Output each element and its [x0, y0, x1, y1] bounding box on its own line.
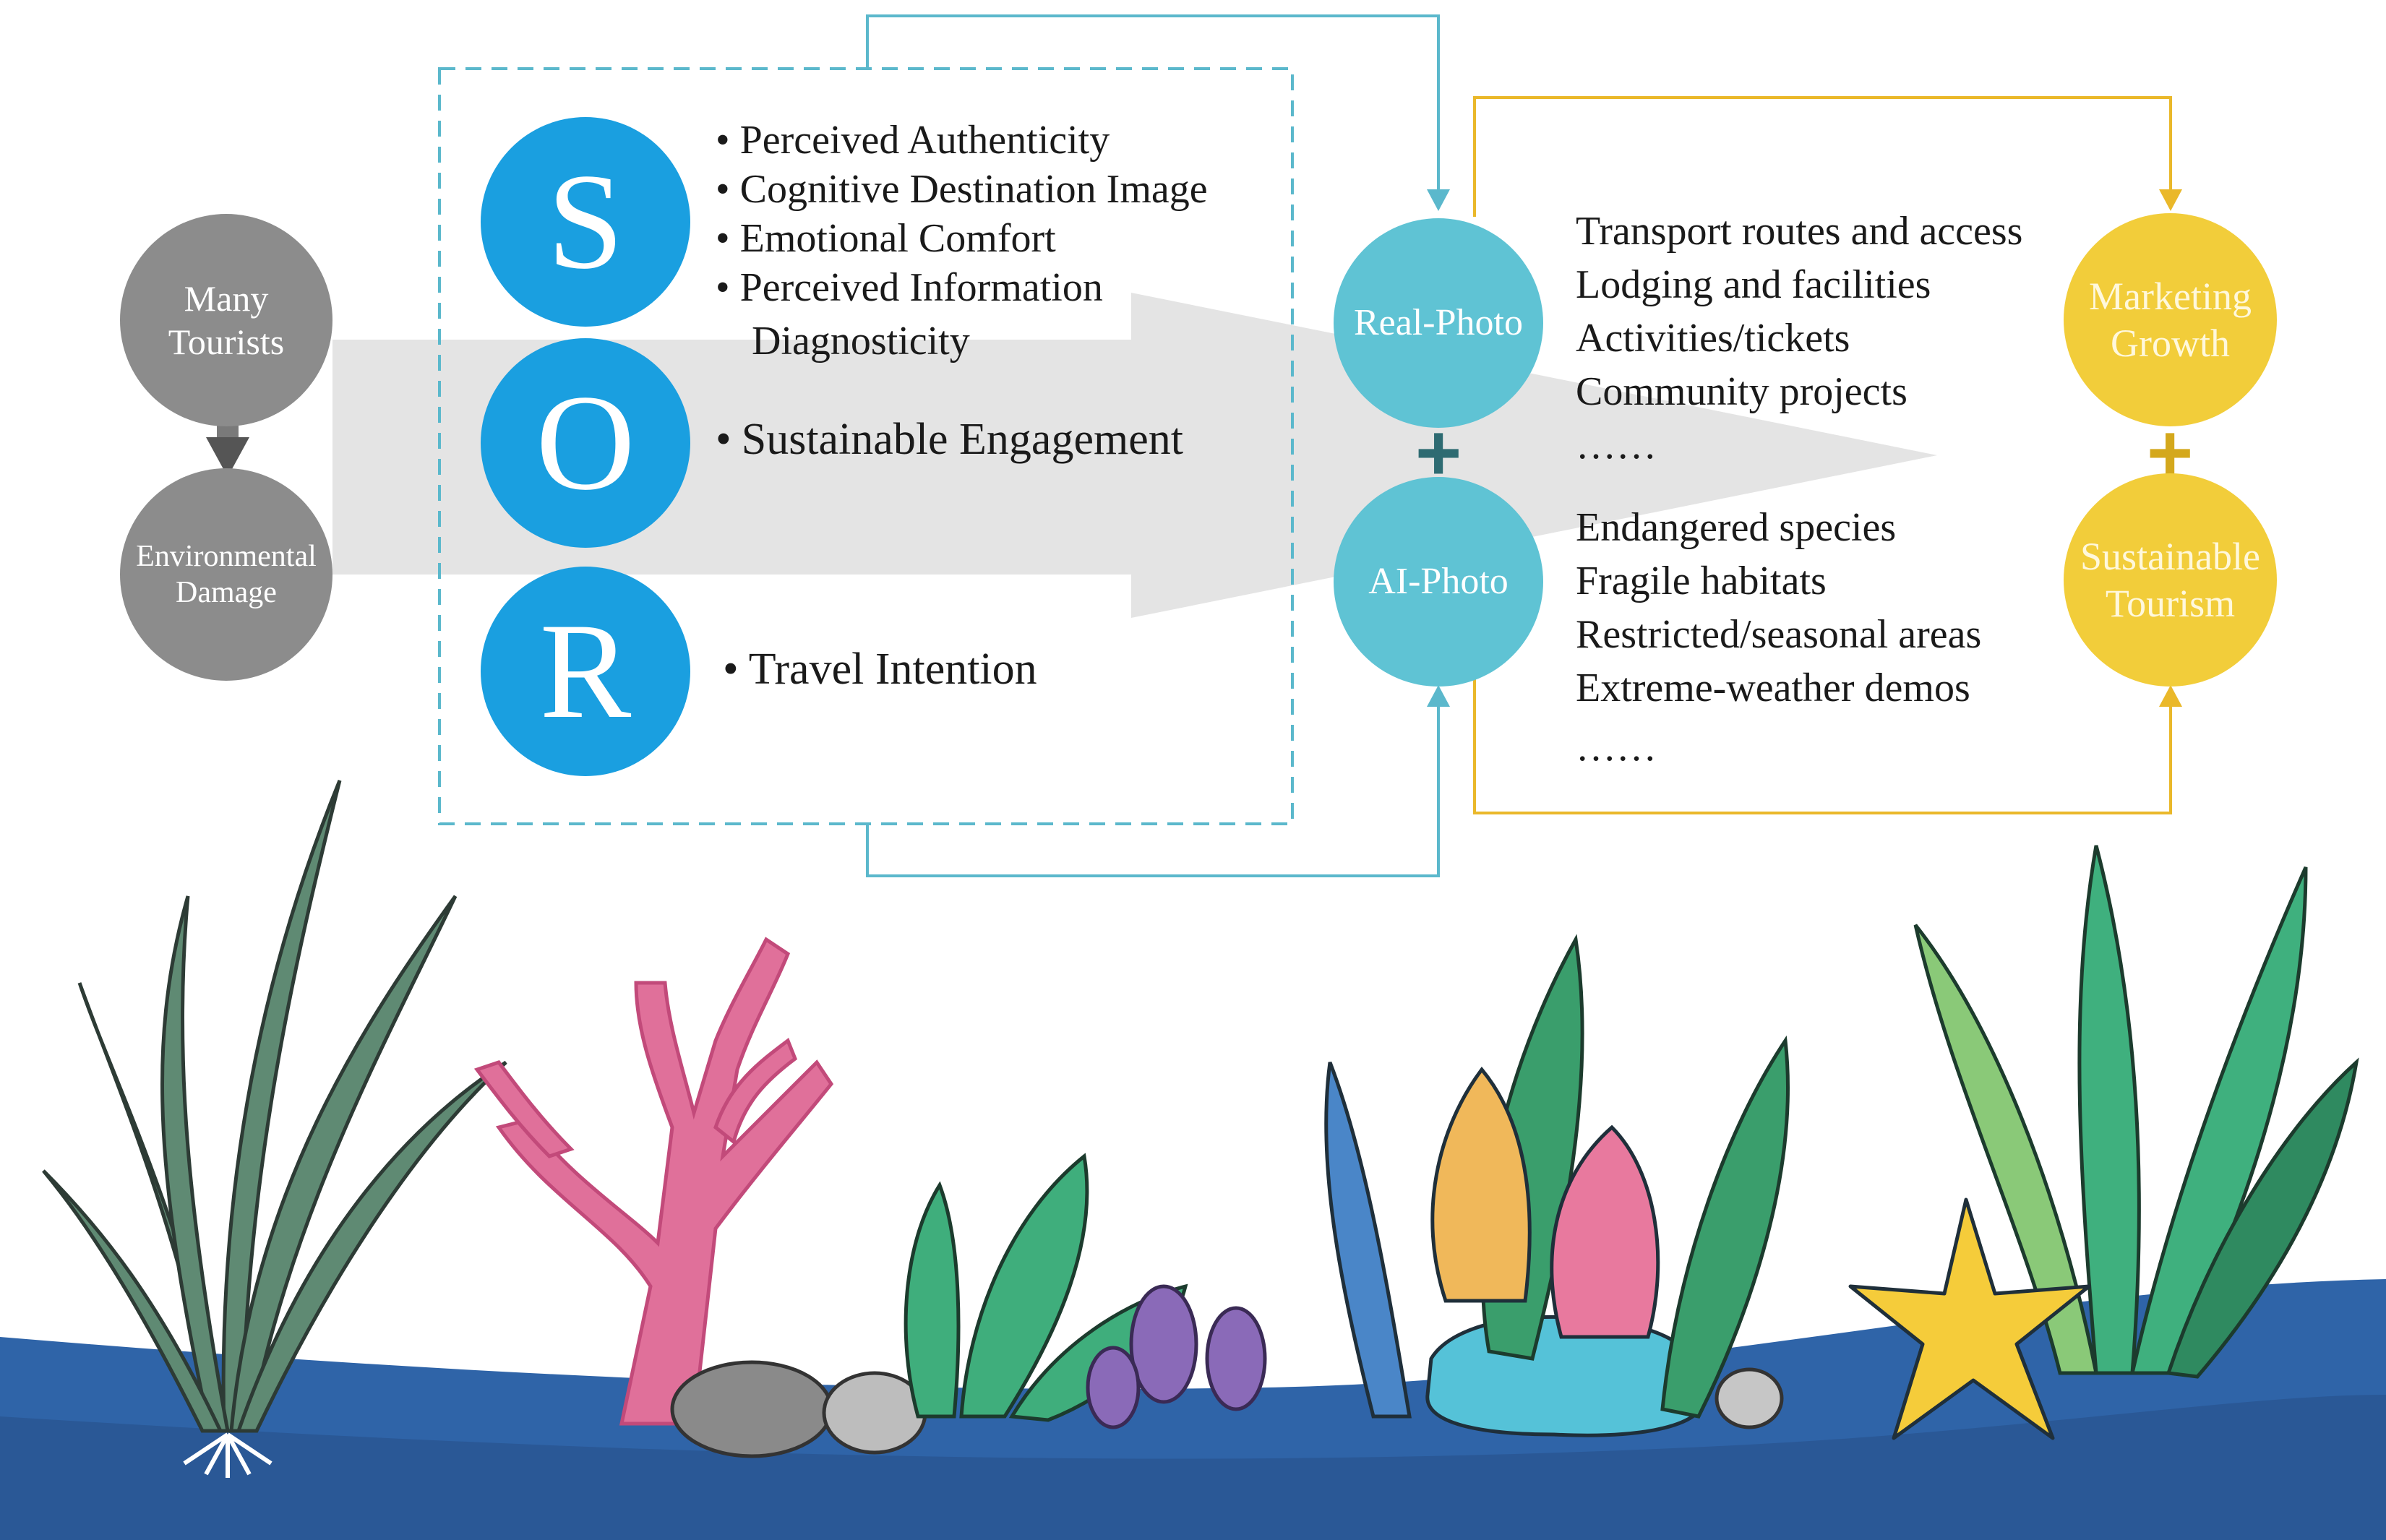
organism-node: O [481, 338, 690, 548]
o-item: Sustainable Engagement [716, 415, 1183, 464]
connector-top [866, 14, 1440, 206]
ai-photo-label: AI-Photo [1368, 560, 1509, 602]
gold-connector-bottom [1473, 636, 2172, 814]
pink-leaf [1550, 1124, 1660, 1339]
seagrass-roots [183, 1432, 272, 1478]
real-list-item-3: Activities/tickets [1576, 316, 1850, 361]
seabed-shade [0, 1395, 2386, 1540]
pink-coral [473, 937, 834, 1426]
s-item-3: Emotional Comfort [716, 214, 1056, 263]
marketing-growth-node: Marketing Growth [2064, 213, 2277, 426]
environmental-damage-label: Environmental Damage [136, 539, 317, 609]
environmental-damage-node: Environmental Damage [120, 468, 332, 681]
many-tourists-label: Many Tourists [168, 278, 285, 362]
ai-list-item-4: Extreme-weather demos [1576, 666, 1970, 710]
sustainable-tourism-node: Sustainable Tourism [2064, 473, 2277, 687]
real-photo-label: Real-Photo [1354, 301, 1523, 343]
orange-leaf [1430, 1066, 1532, 1303]
ai-list-item-1: Endangered species [1576, 505, 1897, 550]
stimulus-node: S [481, 117, 690, 327]
connector-bottom [866, 690, 1440, 877]
ai-list-item-3: Restricted/seasonal areas [1576, 612, 1982, 657]
organism-letter: O [536, 367, 635, 519]
s-item-4: Perceived Information [716, 263, 1103, 312]
gold-connector-top [1473, 96, 2172, 217]
down-arrow-head [206, 437, 249, 477]
purple-shells [1086, 1284, 1267, 1429]
s-item-2: Cognitive Destination Image [716, 165, 1208, 214]
real-photo-node: Real-Photo [1334, 218, 1543, 428]
gold-connector-top-arrowhead [2159, 189, 2182, 211]
stimulus-letter: S [547, 146, 624, 298]
real-list-item-4: Community projects [1576, 369, 1907, 414]
real-list-item-5: …… [1576, 423, 1657, 468]
blue-kelp [1324, 1062, 1412, 1419]
many-tourists-node: Many Tourists [120, 214, 332, 426]
real-list-item-1: Transport routes and access [1576, 209, 2023, 254]
real-list-item-2: Lodging and facilities [1576, 262, 1931, 307]
ai-photo-node: AI-Photo [1334, 477, 1543, 687]
s-item-4-continued: Diagnosticity [752, 319, 970, 364]
sustainable-tourism-label: Sustainable Tourism [2080, 534, 2260, 625]
s-item-1: Perceived Authenticity [716, 116, 1110, 165]
r-item: Travel Intention [723, 645, 1037, 694]
gold-connector-bottom-arrowhead [2159, 685, 2182, 707]
ai-list-item-2: Fragile habitats [1576, 559, 1827, 603]
response-letter: R [539, 595, 632, 747]
marketing-growth-label: Marketing Growth [2089, 274, 2252, 365]
ai-list-item-5: …… [1576, 725, 1657, 770]
seagrass-plant [42, 780, 507, 1433]
connector-top-arrowhead [1427, 189, 1450, 211]
starfish [1848, 1197, 2091, 1440]
connector-bottom-arrowhead [1427, 685, 1450, 707]
response-node: R [481, 567, 690, 776]
big-kelp-right [1913, 845, 2359, 1379]
